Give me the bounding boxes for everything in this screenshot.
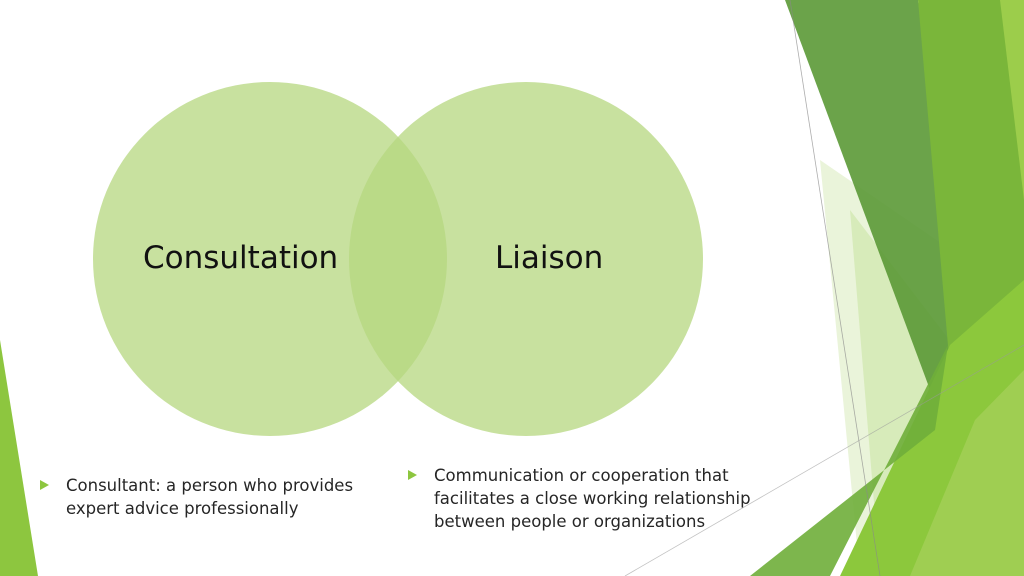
bullet-item-liaison: Communication or cooperation that facili…	[408, 464, 753, 533]
venn-label-consultation: Consultation	[143, 240, 339, 276]
right-thin-line-2	[624, 344, 1024, 576]
bullet-text-consultant: Consultant: a person who provides expert…	[66, 476, 354, 518]
right-thin-line-1	[789, 0, 881, 576]
right-bottom-shape-2	[750, 345, 948, 576]
right-green-shape-2	[1000, 0, 1024, 200]
left-edge-accent-shape	[0, 340, 38, 576]
venn-label-liaison: Liaison	[495, 240, 604, 276]
bullet-item-consultant: Consultant: a person who provides expert…	[40, 474, 380, 520]
right-bottom-shape-3	[910, 370, 1024, 576]
venn-circle-right	[349, 82, 703, 436]
bullet-arrow-icon	[40, 480, 49, 490]
bullet-text-liaison: Communication or cooperation that facili…	[434, 466, 751, 531]
venn-circle-left	[93, 82, 447, 436]
right-dark-shape	[785, 0, 985, 455]
bullet-arrow-icon	[408, 470, 417, 480]
